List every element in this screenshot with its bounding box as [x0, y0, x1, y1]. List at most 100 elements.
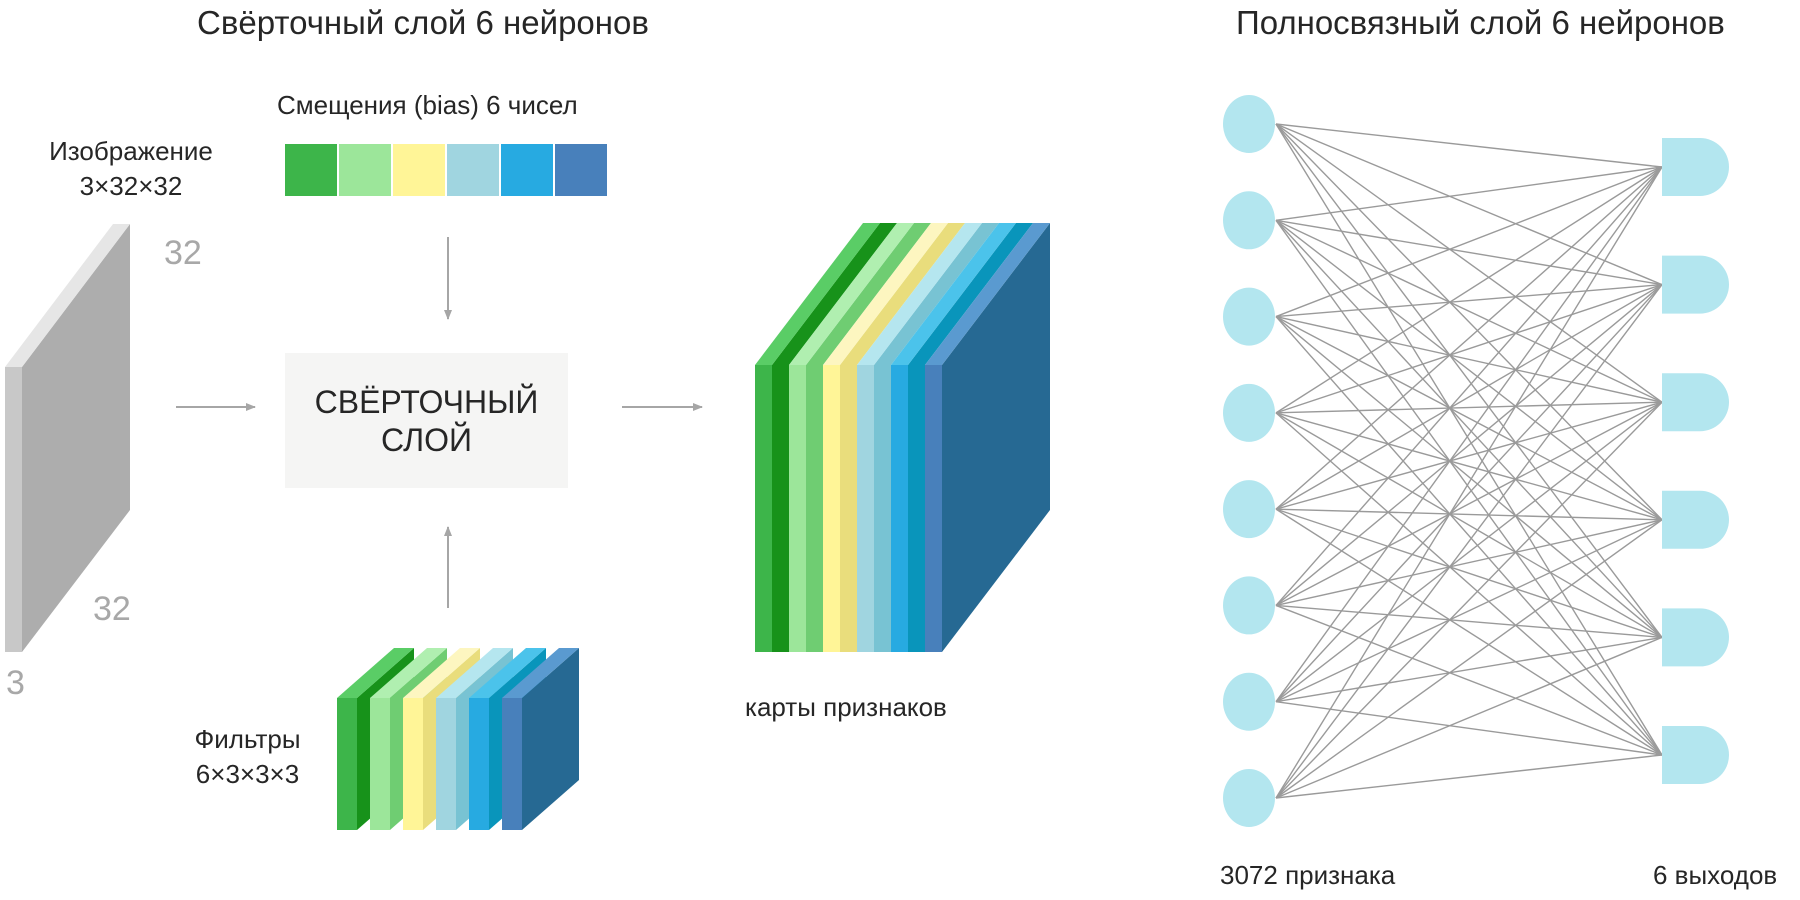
fc-edge	[1275, 315, 1663, 521]
fc-edge	[1275, 219, 1663, 286]
input-front-face	[5, 367, 22, 652]
feature-map-side-face	[840, 223, 965, 652]
fc-edge	[1275, 519, 1663, 799]
fc-edge	[1275, 636, 1663, 799]
input-top-face	[5, 224, 130, 367]
fc-edge	[1275, 316, 1663, 638]
feature-map-side-face	[874, 223, 999, 652]
fc-edge	[1275, 284, 1663, 703]
feature-map-top-face	[891, 223, 1016, 365]
feature-map-top-face	[755, 223, 880, 365]
fc-edge	[1275, 508, 1663, 639]
fc-edge	[1275, 401, 1663, 703]
feature-map-side-face	[772, 223, 897, 652]
dim-width-label: 32	[93, 590, 131, 628]
fc-output-node	[1662, 373, 1729, 432]
fc-edge	[1275, 284, 1663, 799]
fc-edge	[1275, 166, 1663, 799]
fc-edge	[1275, 519, 1663, 703]
fc-edge	[1275, 123, 1663, 286]
fc-edge	[1275, 283, 1663, 318]
filter-top-face	[337, 648, 414, 698]
fc-edge	[1275, 219, 1663, 521]
bias-cell	[285, 144, 337, 196]
fc-edge	[1275, 123, 1663, 403]
fc-input-node	[1223, 672, 1275, 731]
fc-edge	[1275, 412, 1663, 521]
fc-edge	[1275, 219, 1663, 756]
fc-connections	[1275, 123, 1663, 799]
feature-map-front-face	[891, 365, 908, 652]
filter-front-face	[469, 698, 489, 830]
fc-edge	[1275, 508, 1663, 521]
filters-label-title: Фильтры	[194, 724, 301, 754]
feature-map-side-face	[908, 223, 1033, 652]
filter-top-face	[502, 648, 579, 698]
image-label: Изображение 3×32×32	[26, 136, 236, 202]
image-label-title: Изображение	[49, 136, 213, 166]
fc-edge	[1275, 123, 1663, 756]
fc-edge	[1275, 316, 1663, 756]
fc-edge	[1275, 166, 1663, 703]
fc-input-label: 3072 признака	[1220, 860, 1396, 890]
fc-edge	[1275, 123, 1663, 521]
fc-edge	[1275, 283, 1663, 510]
fc-nodes	[1223, 95, 1729, 827]
fc-edge	[1275, 219, 1663, 638]
filter-side-face	[522, 648, 579, 830]
fc-edge	[1275, 508, 1663, 756]
filter-front-face	[502, 698, 522, 830]
filter-front-face	[370, 698, 390, 830]
input-image-volume	[5, 224, 130, 652]
fc-edge	[1275, 315, 1663, 403]
fc-edge	[1275, 166, 1663, 510]
fc-edge	[1275, 166, 1663, 606]
feature-map-front-face	[925, 365, 942, 652]
conv-section-title: Свёрточный слой 6 нейронов	[197, 4, 649, 41]
fc-edge	[1275, 636, 1663, 703]
fc-edge	[1275, 604, 1663, 756]
feature-map	[823, 223, 965, 652]
fc-output-node	[1662, 138, 1729, 196]
feature-map	[755, 223, 897, 652]
filter-top-face	[436, 648, 513, 698]
input-side-face	[22, 224, 130, 652]
fc-input-node	[1223, 769, 1275, 827]
fc-edge	[1275, 701, 1663, 756]
feature-map	[925, 223, 1050, 652]
fc-edge	[1275, 219, 1663, 403]
fc-edge	[1275, 166, 1663, 318]
fc-input-node	[1223, 95, 1275, 153]
fc-edge	[1275, 412, 1663, 756]
fc-edge	[1275, 166, 1663, 221]
fc-edge	[1275, 604, 1663, 639]
bias-cell	[555, 144, 607, 196]
conv-box-line1: СВЁРТОЧНЫЙ	[314, 383, 539, 420]
fc-output-node	[1662, 255, 1729, 314]
fc-edge	[1275, 401, 1663, 414]
feature-map-top-face	[857, 223, 982, 365]
feature-map-top-face	[925, 223, 1050, 365]
fc-input-node	[1223, 287, 1275, 346]
fc-edge	[1275, 123, 1663, 638]
fc-output-node	[1662, 490, 1729, 549]
bias-cell	[447, 144, 499, 196]
dim-height-label: 32	[164, 234, 202, 272]
bias-label: Смещения (bias) 6 чисел	[277, 90, 578, 120]
fc-edge	[1275, 166, 1663, 414]
filter-front-face	[436, 698, 456, 830]
fc-input-node	[1223, 191, 1275, 250]
feature-map-top-face	[823, 223, 948, 365]
fc-output-label: 6 выходов	[1653, 860, 1778, 890]
feature-maps-label: карты признаков	[745, 692, 947, 722]
bias-cell	[393, 144, 445, 196]
feature-map-side-face	[806, 223, 931, 652]
feature-map	[789, 223, 931, 652]
feature-map	[891, 223, 1033, 652]
conv-layer-box: СВЁРТОЧНЫЙ СЛОЙ	[285, 353, 568, 488]
feature-maps-stack	[755, 223, 1050, 652]
flow-arrows	[176, 237, 703, 608]
conv-box-line2: СЛОЙ	[381, 421, 472, 458]
filter	[502, 648, 579, 830]
fc-edge	[1275, 284, 1663, 606]
